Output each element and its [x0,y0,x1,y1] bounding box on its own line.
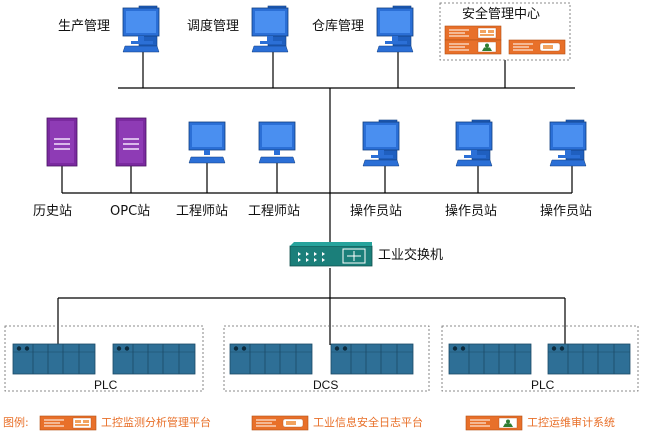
opc-server-icon [115,117,147,167]
operator-station-label-1: 操作员站 [350,204,403,219]
legend-item-audit-system: 工控运维审计系统 [527,416,615,429]
top-network-lines [118,52,575,246]
legend-audit-system-icon [465,415,523,431]
security-center-title: 安全管理中心 [462,7,541,22]
dcs-group [223,325,430,392]
middle-network-lines [61,163,573,194]
engineer-monitor-icon-1 [188,121,226,164]
engineer-monitor-icon-2 [258,121,296,164]
operator-workstation-icon-3 [549,119,587,167]
warehouse-mgmt-label: 仓库管理 [312,19,365,34]
legend-item-monitoring-platform: 工控监测分析管理平台 [101,416,211,429]
security-center-box [439,2,571,61]
plc-group-right [441,325,639,392]
history-station-label: 历史站 [33,204,73,219]
operator-workstation-icon-1 [362,119,400,167]
production-mgmt-label: 生产管理 [58,19,111,34]
legend-item-log-platform: 工业信息安全日志平台 [313,416,423,429]
controller-label-plc-left: PLC [94,378,118,392]
legend-prefix: 图例: [3,416,29,429]
warehouse-mgmt-workstation-icon [376,5,414,53]
controller-label-dcs: DCS [313,378,339,392]
production-mgmt-workstation-icon [122,5,160,53]
industrial-switch-icon [289,242,373,267]
opc-station-label: OPC站 [110,204,151,219]
engineer-station-label-2: 工程师站 [248,204,301,219]
operator-workstation-icon-2 [455,119,493,167]
plc-group-left [4,325,204,392]
legend-log-platform-icon [251,415,309,431]
legend-monitoring-platform-icon [39,415,97,431]
bottom-network-lines [57,268,566,345]
industrial-switch-label: 工业交换机 [378,248,444,263]
history-server-icon [46,117,78,167]
dispatch-mgmt-workstation-icon [251,5,289,53]
dispatch-mgmt-label: 调度管理 [187,19,240,34]
controller-label-plc-right: PLC [531,378,555,392]
operator-station-label-2: 操作员站 [445,204,498,219]
engineer-station-label-1: 工程师站 [176,204,229,219]
operator-station-label-3: 操作员站 [540,204,593,219]
